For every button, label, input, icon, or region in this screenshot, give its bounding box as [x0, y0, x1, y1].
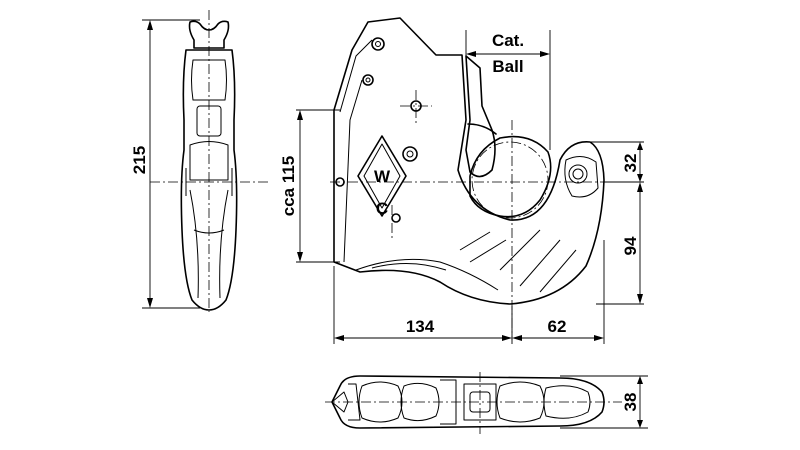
dimension-height-total: 215 — [130, 146, 149, 174]
dimension-width-left: 134 — [406, 317, 435, 336]
ball-category-label: Cat. — [492, 31, 524, 50]
manufacturer-logo-letter: W — [374, 167, 391, 186]
class-mark-letter: C — [376, 199, 388, 218]
dimension-offset-bottom: 94 — [621, 236, 640, 255]
front-view: W C cca 115 Cat. Ball 32 94 — [279, 17, 644, 344]
top-view: 38 — [325, 372, 648, 434]
dimension-offset-top: 32 — [621, 154, 640, 173]
dimension-width-right: 62 — [548, 317, 567, 336]
side-view: 215 — [130, 10, 268, 312]
ball-label: Ball — [492, 57, 523, 76]
dimension-height-center: cca 115 — [279, 156, 298, 217]
dimension-thickness: 38 — [621, 393, 640, 412]
